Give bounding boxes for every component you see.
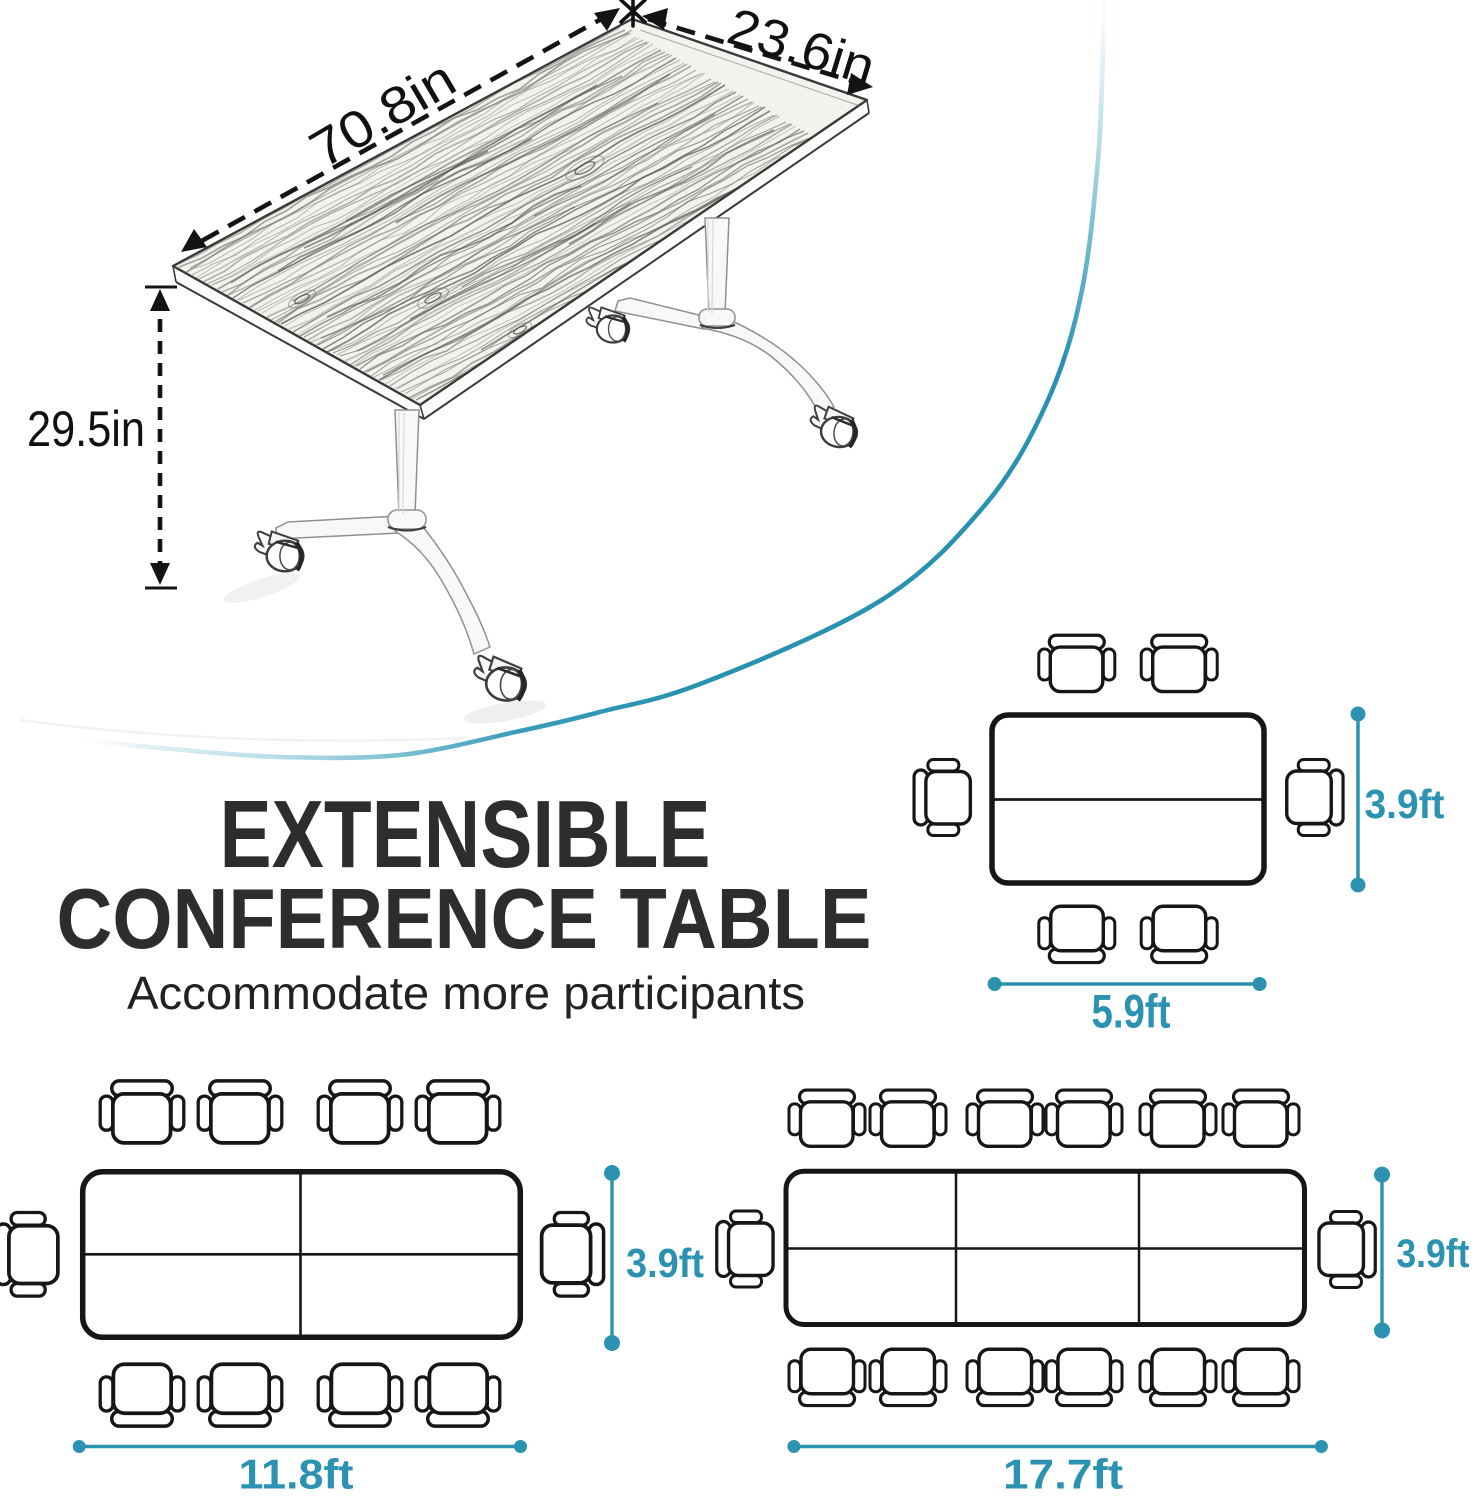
svg-text:5.9ft: 5.9ft	[1092, 985, 1171, 1038]
svg-text:Accommodate more participants: Accommodate more participants	[127, 967, 805, 1019]
svg-text:17.7ft: 17.7ft	[1003, 1451, 1123, 1498]
svg-text:3.9ft: 3.9ft	[1396, 1232, 1469, 1276]
svg-text:11.8ft: 11.8ft	[239, 1451, 354, 1498]
svg-text:29.5in: 29.5in	[27, 401, 145, 457]
svg-text:EXTENSIBLE: EXTENSIBLE	[220, 781, 711, 888]
svg-text:3.9ft: 3.9ft	[626, 1240, 704, 1286]
svg-text:CONFERENCE TABLE: CONFERENCE TABLE	[57, 872, 872, 967]
svg-text:3.9ft: 3.9ft	[1365, 781, 1445, 827]
